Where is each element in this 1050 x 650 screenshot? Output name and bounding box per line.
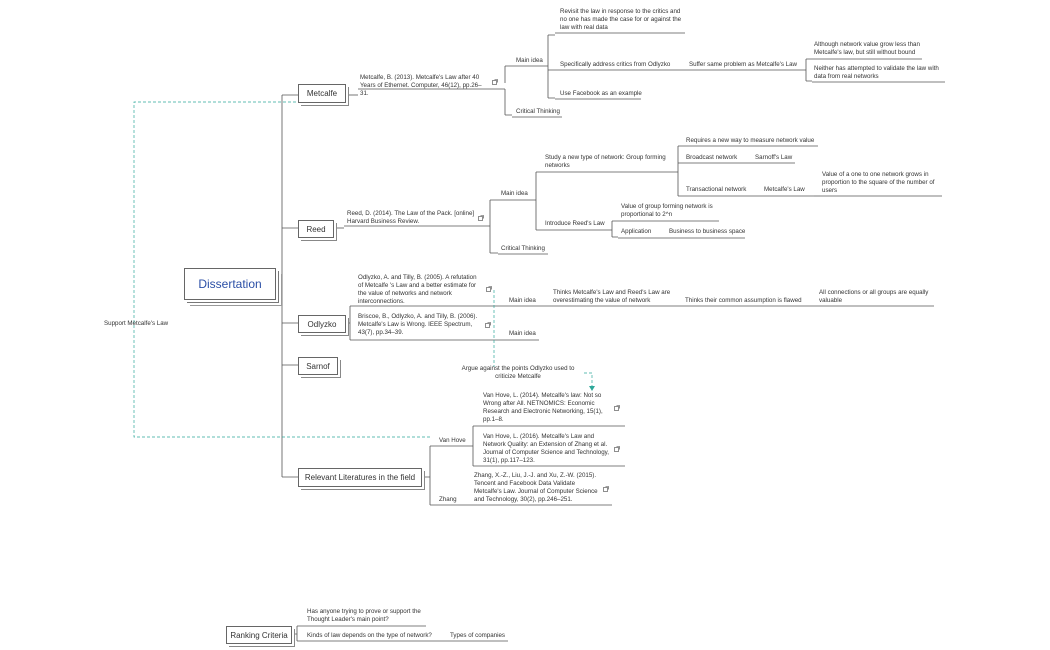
odlyzko-reference-1: Odlyzko, A. and Tilly, B. (2005). A refu… [358,274,477,305]
topic-sarnof[interactable]: Sarnof [298,357,338,375]
reed-measure-value[interactable]: Requires a new way to measure network va… [686,137,815,144]
zhang-reference: Zhang, X.-Z., Liu, J.-J. and Xu, Z.-W. (… [474,472,598,503]
external-link-icon[interactable] [614,446,620,452]
topic-reed[interactable]: Reed [298,220,334,238]
external-link-icon[interactable] [486,286,492,292]
metcalfe-critical-thinking[interactable]: Critical Thinking [516,108,560,115]
relevant-van-hove[interactable]: Van Hove [439,437,466,444]
odlyzko-reference-2: Briscoe, B., Odlyzko, A. and Tilly, B. (… [358,313,478,336]
external-link-icon[interactable] [492,79,498,85]
van-hove-reference-1: Van Hove, L. (2014). Metcalfe's law: Not… [483,392,603,423]
reed-group-value[interactable]: Value of group forming network is propor… [621,203,713,218]
reed-critical-thinking[interactable]: Critical Thinking [501,245,545,252]
external-link-icon[interactable] [478,215,484,221]
reed-value-description[interactable]: Value of a one to one network grows in p… [822,171,935,194]
reed-metcalfe-law[interactable]: Metcalfe's Law [764,186,805,193]
metcalfe-idea-revisit[interactable]: Revisit the law in response to the criti… [560,8,682,31]
reed-introduce-law[interactable]: Introduce Reed's Law [545,220,605,227]
ranking-types-of-companies[interactable]: Types of companies [450,632,506,639]
reed-study-network[interactable]: Study a new type of network: Group formi… [545,154,666,169]
topic-odlyzko[interactable]: Odlyzko [298,315,346,333]
reed-application[interactable]: Application [621,228,652,235]
relevant-zhang[interactable]: Zhang [439,496,457,503]
metcalfe-suffer-problem[interactable]: Suffer same problem as Metcalfe's Law [689,61,798,68]
van-hove-reference-2: Van Hove, L. (2016). Metcalfe's Law and … [483,433,610,464]
root-topic-dissertation[interactable]: Dissertation [184,268,276,300]
metcalfe-neither-validated[interactable]: Neither has attempted to validate the la… [814,65,939,80]
odlyzko-main-idea-2[interactable]: Main idea [509,330,536,337]
reed-reference: Reed, D. (2014). The Law of the Pack. [o… [347,210,475,225]
odlyzko-assumption-flawed[interactable]: Thinks their common assumption is flawed [685,297,802,304]
metcalfe-main-idea[interactable]: Main idea [516,57,543,64]
reed-broadcast-network[interactable]: Broadcast network [686,154,738,161]
odlyzko-equally-valuable[interactable]: All connections or all groups are equall… [819,289,929,304]
external-link-icon[interactable] [614,405,620,411]
reed-transactional-network[interactable]: Transactional network [686,186,747,193]
reed-sarnoff-law[interactable]: Sarnoff's Law [755,154,793,161]
metcalfe-reference: Metcalfe, B. (2013). Metcalfe's Law afte… [360,74,482,97]
topic-relevant-literatures[interactable]: Relevant Literatures in the field [298,468,422,487]
reed-main-idea[interactable]: Main idea [501,190,528,197]
odlyzko-overestimating[interactable]: Thinks Metcalfe's Law and Reed's Law are… [553,289,671,304]
metcalfe-idea-critics[interactable]: Specifically address critics from Odlyzk… [560,61,671,68]
external-link-icon[interactable] [485,322,491,328]
external-link-icon[interactable] [603,486,609,492]
relation-label-support: Support Metcalfe's Law [104,320,169,327]
topic-metcalfe[interactable]: Metcalfe [298,84,346,103]
metcalfe-network-value[interactable]: Although network value grow less than Me… [814,41,920,56]
odlyzko-main-idea-1[interactable]: Main idea [509,297,536,304]
relation-label-argue: Argue against the points Odlyzko used to… [461,365,575,380]
reed-business-space[interactable]: Business to business space [669,228,746,235]
ranking-question-2[interactable]: Kinds of law depends on the type of netw… [307,632,432,639]
topic-ranking-criteria[interactable]: Ranking Criteria [226,626,292,644]
metcalfe-facebook-example[interactable]: Use Facebook as an example [560,90,642,97]
ranking-question-1[interactable]: Has anyone trying to prove or support th… [307,608,421,623]
